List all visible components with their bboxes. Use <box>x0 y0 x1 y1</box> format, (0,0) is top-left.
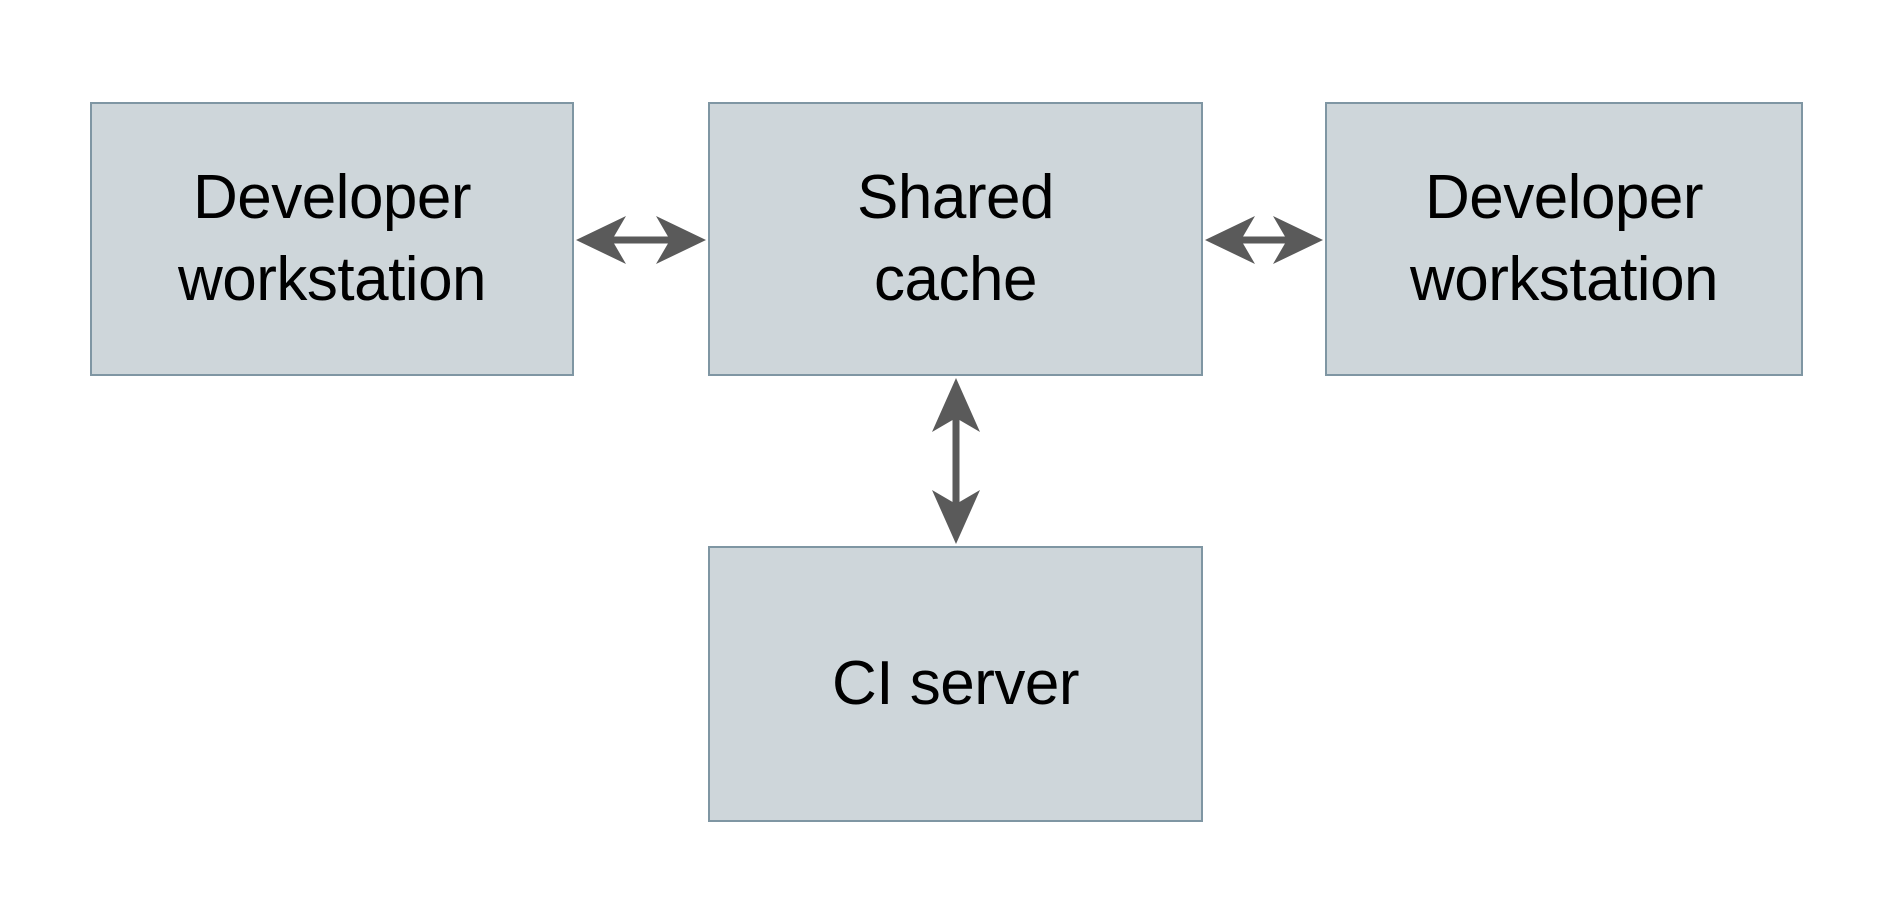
arrowhead-right-icon <box>656 216 706 264</box>
connector-cache-to-ci-server <box>932 378 980 544</box>
arrowhead-left-icon <box>1205 216 1255 264</box>
node-label: Developer workstation <box>1409 163 1719 314</box>
node-ci-server[interactable]: CI server <box>708 546 1203 822</box>
node-developer-workstation-right[interactable]: Developer workstation <box>1325 102 1803 376</box>
connector-left-dev-to-cache <box>576 216 706 264</box>
node-shared-cache[interactable]: Shared cache <box>708 102 1203 376</box>
node-label: CI server <box>832 649 1079 719</box>
node-label: Shared cache <box>857 163 1054 314</box>
arrowhead-left-icon <box>576 216 626 264</box>
connector-cache-to-right-dev <box>1205 216 1323 264</box>
node-label: Developer workstation <box>177 163 487 314</box>
node-developer-workstation-left[interactable]: Developer workstation <box>90 102 574 376</box>
arrowhead-down-icon <box>932 490 980 544</box>
arrowhead-up-icon <box>932 378 980 432</box>
arrowhead-right-icon <box>1273 216 1323 264</box>
